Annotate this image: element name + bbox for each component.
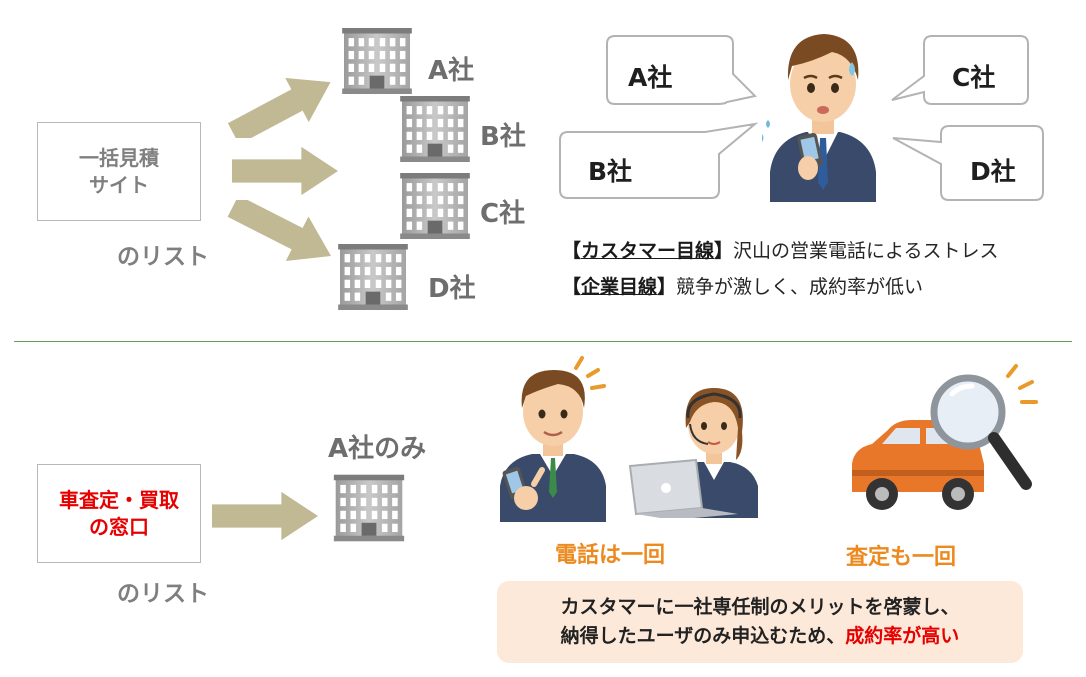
company-c-label: C社 — [480, 199, 526, 229]
company-a-only-label: A社のみ — [328, 434, 427, 464]
speech-bubbles — [559, 35, 1044, 201]
company-b-label: B社 — [480, 122, 526, 152]
company-view-text: 競争が激しく、成約率が低い — [676, 276, 924, 298]
company-d-label: D社 — [428, 274, 476, 304]
building-a-only-icon — [333, 474, 405, 542]
callout-line2-prefix: 納得したユーザのみ申込むため、 — [560, 625, 846, 647]
building-a-icon — [342, 28, 412, 94]
conclusion-callout: カスタマーに一社専任制のメリットを啓蒙し、 納得したユーザのみ申込むため、成約率… — [497, 581, 1023, 663]
kaitori-window-box: 車査定・買取 の窓口 — [37, 464, 201, 563]
callout-line2: 納得したユーザのみ申込むため、成約率が高い — [561, 622, 960, 651]
building-b-icon — [400, 96, 470, 162]
phone-once-label: 電話は一回 — [555, 543, 666, 568]
bubble-c-text: C社 — [952, 63, 996, 92]
arrow-to-a — [226, 78, 338, 138]
customer-view-line: 【カスタマー目線】沢山の営業電話によるストレス — [562, 240, 999, 262]
car-magnifier-illustration — [852, 364, 1038, 510]
section-divider — [14, 341, 1072, 342]
estimate-site-line1: 一括見積 — [79, 145, 159, 170]
operator-laptop-illustration — [628, 388, 758, 518]
bubble-b-text: B社 — [588, 157, 633, 186]
bubble-a-text: A社 — [628, 63, 673, 92]
arrow-to-a-only — [212, 491, 318, 541]
callout-highlight: 成約率が高い — [845, 625, 960, 647]
arrow-to-bc — [232, 146, 338, 196]
estimate-site-line2: サイト — [89, 172, 149, 197]
customer-view-text: 沢山の営業電話によるストレス — [733, 240, 999, 262]
estimate-site-box: 一括見積 サイト — [37, 122, 201, 221]
bottom-list-label: のリスト — [117, 581, 209, 607]
kaitori-window-line1: 車査定・買取 — [59, 487, 179, 512]
company-view-label: 企業目線 — [581, 276, 658, 298]
top-list-label: のリスト — [117, 244, 209, 270]
building-c-icon — [400, 173, 470, 239]
worried-customer-illustration — [762, 34, 876, 202]
customer-view-label: カスタマー目線 — [581, 240, 715, 262]
company-a-label: A社 — [428, 56, 475, 86]
arrow-to-d — [226, 200, 338, 262]
appraisal-once-label: 査定も一回 — [846, 545, 957, 570]
callout-line1: カスタマーに一社専任制のメリットを啓蒙し、 — [560, 596, 960, 618]
bubble-d-text: D社 — [970, 157, 1016, 186]
kaitori-window-line2: の窓口 — [89, 514, 149, 539]
salesman-phone-illustration — [500, 356, 606, 522]
building-d-icon — [338, 244, 408, 310]
company-view-line: 【企業目線】競争が激しく、成約率が低い — [562, 276, 924, 298]
